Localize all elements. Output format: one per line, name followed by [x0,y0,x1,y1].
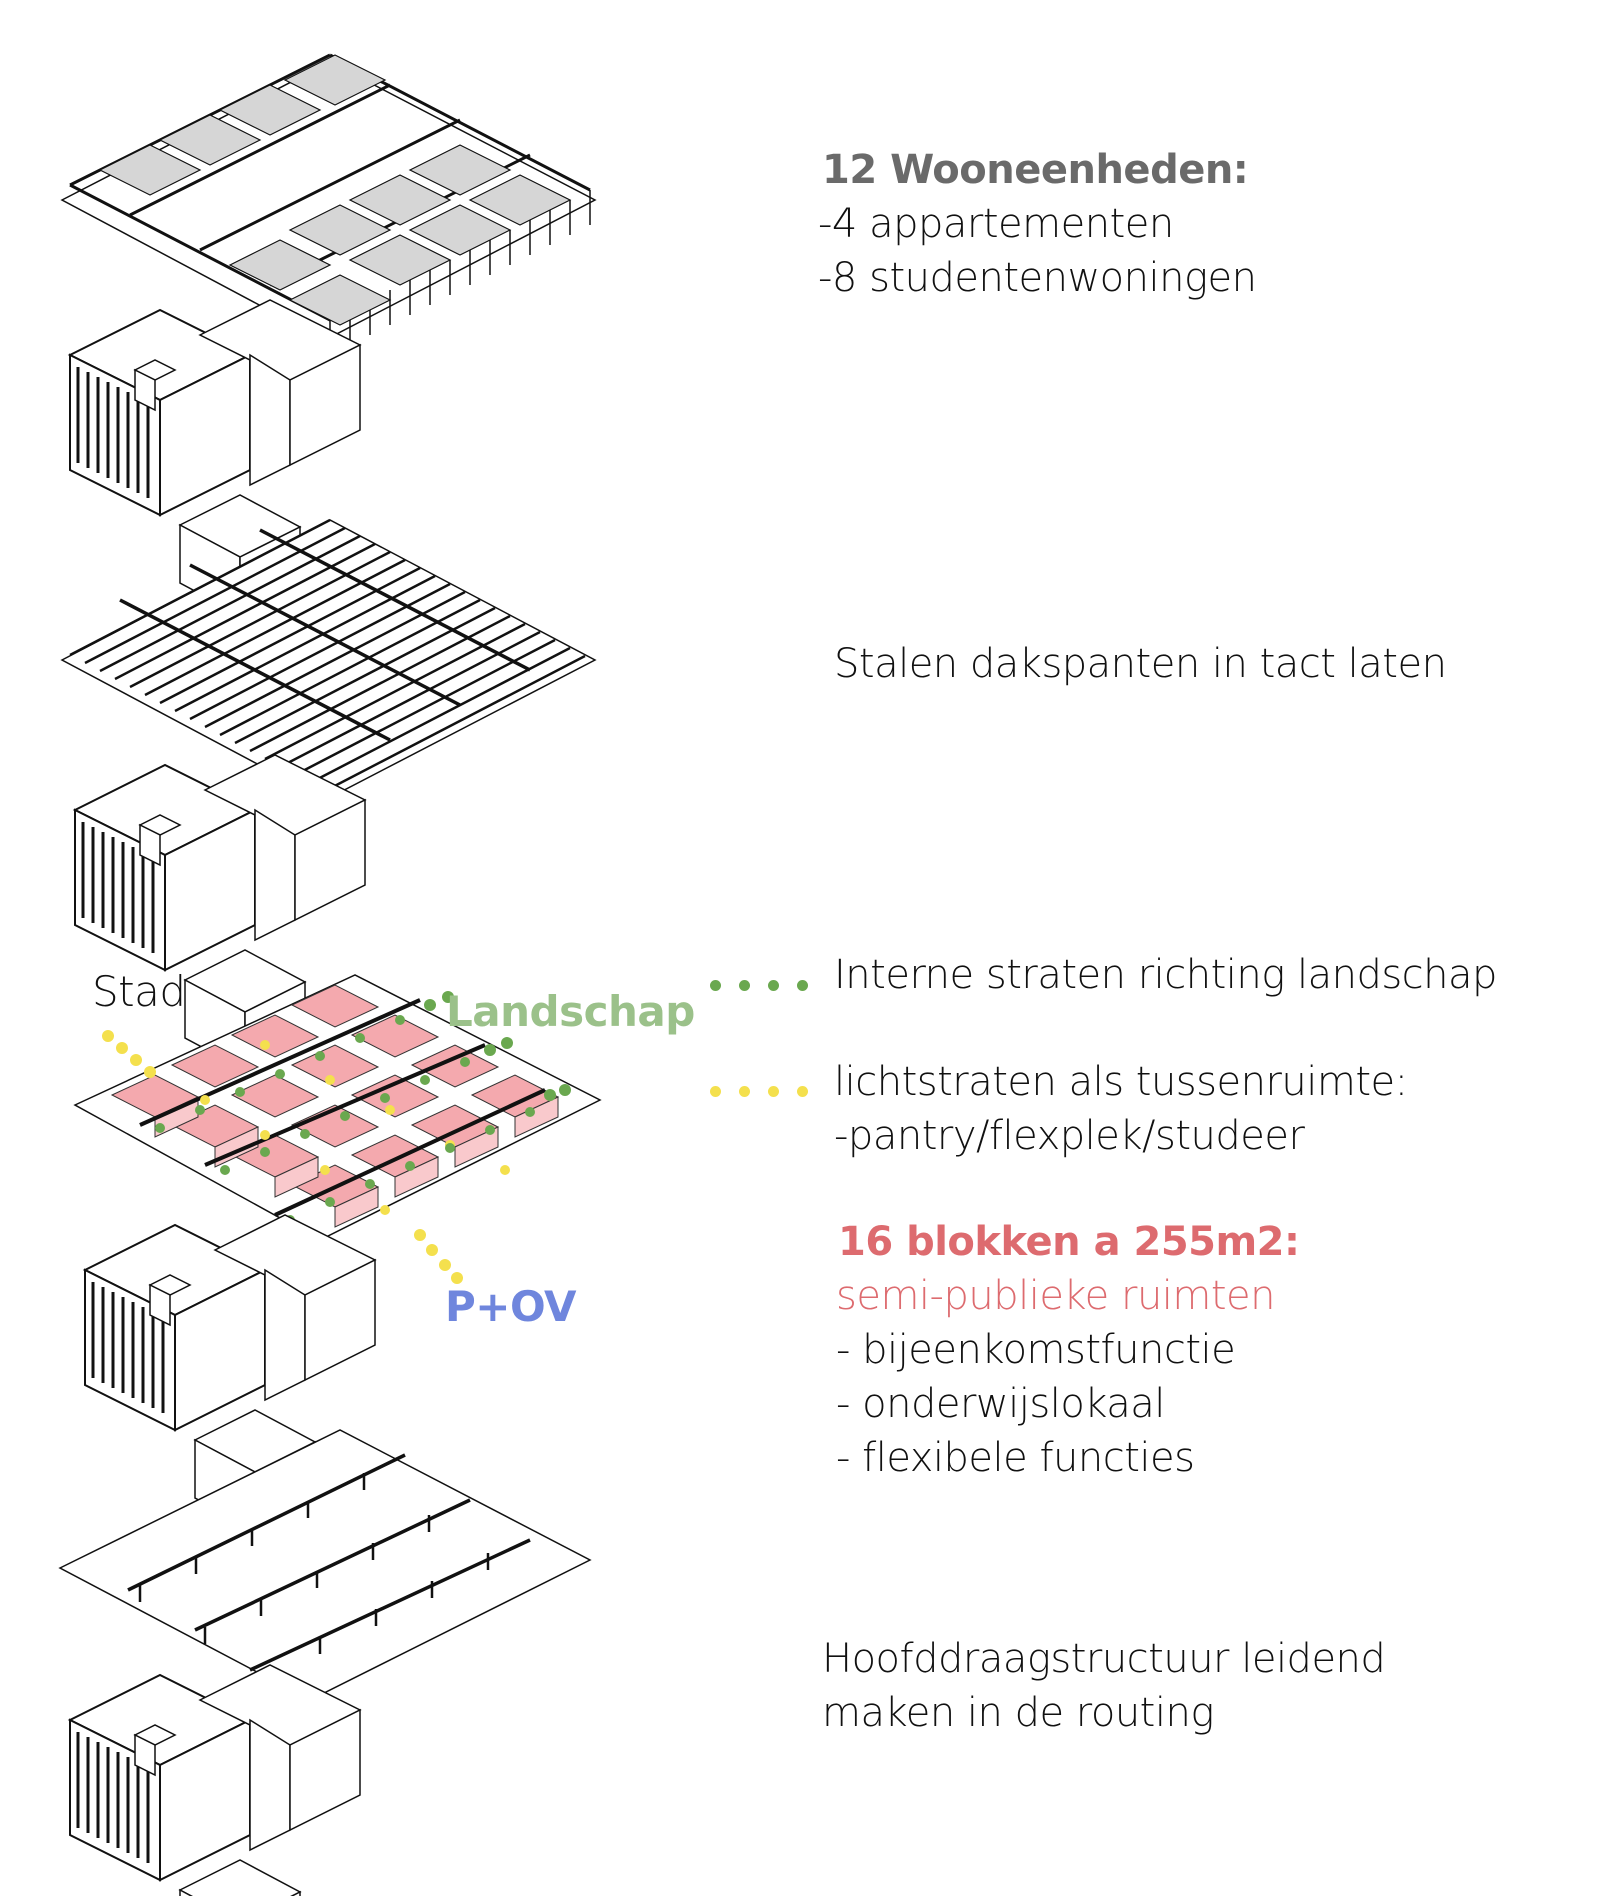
label-stad: Stad [92,967,186,1016]
step2-drawing [60,518,597,1072]
step1-drawing [60,53,597,617]
step1-line-studentenwoningen: -8 studentenwoningen [818,255,1257,301]
legend-lichtstraten: lichtstraten als tussenruimte: [834,1059,1408,1105]
step4-line-1: Hoofddraagstructuur leidend [822,1636,1386,1682]
step1-heading: 12 Wooneenheden: [822,147,1249,193]
function-onderwijs: - onderwijslokaal [836,1381,1165,1427]
step2-caption: Stalen dakspanten in tact laten [834,641,1447,687]
blocks-subheading: semi-publieke ruimten [836,1273,1276,1319]
blocks-heading: 16 blokken a 255m2: [838,1219,1300,1265]
step4-line-2: maken in de routing [822,1690,1214,1736]
step4-drawing [58,1429,592,1896]
step3-drawing [73,974,602,1532]
step1-line-appartementen: -4 appartementen [818,201,1174,247]
green-dots-icon [710,980,808,991]
label-landschap: Landschap [446,987,695,1036]
function-flexibel: - flexibele functies [836,1435,1195,1481]
yellow-path-dots [102,1030,510,1284]
legend-lichtstraten-sub: -pantry/flexplek/studeer [834,1113,1305,1159]
label-p-ov: P+OV [445,1282,577,1331]
yellow-dots-icon [710,1086,808,1097]
green-path-dots [155,991,571,1225]
function-bijeenkomst: - bijeenkomstfunctie [836,1327,1236,1373]
legend-interne-straten: Interne straten richting landschap [834,952,1497,998]
